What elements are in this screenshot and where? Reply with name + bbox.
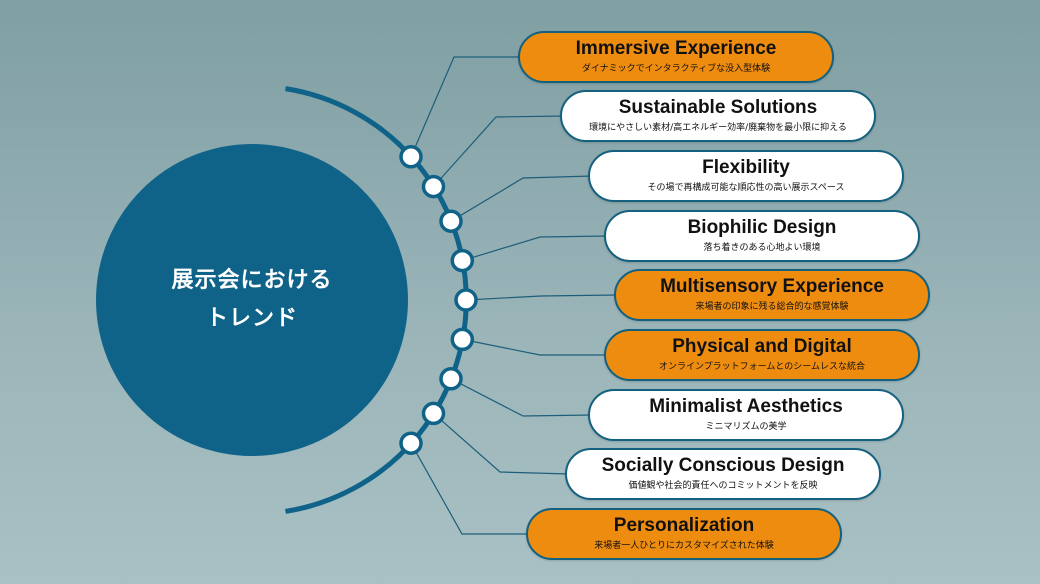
connector-lines bbox=[410, 56, 619, 535]
connector-line bbox=[462, 338, 608, 356]
hub-circle bbox=[96, 144, 408, 456]
connector-line bbox=[450, 378, 593, 417]
hub-title: 展示会における トレンド bbox=[171, 268, 333, 331]
arc-node bbox=[439, 209, 463, 233]
trend-title: Socially Conscious Design bbox=[601, 455, 845, 476]
trend-card: Personalization 来場者一人ひとりにカスタマイズされた体験 bbox=[526, 508, 842, 560]
arc-node bbox=[450, 327, 475, 352]
trend-subtitle: 来場者一人ひとりにカスタマイズされた体験 bbox=[594, 541, 774, 551]
connector-line bbox=[433, 412, 570, 475]
arc-nodes bbox=[399, 145, 478, 455]
trend-card: Socially Conscious Design 価値観や社会的責任へのコミット… bbox=[565, 448, 881, 500]
trend-subtitle: 価値観や社会的責任へのコミットメントを反映 bbox=[628, 481, 818, 491]
connector-line bbox=[433, 115, 565, 188]
trend-subtitle: ダイナミックでインタラクティブな没入型体験 bbox=[581, 64, 771, 74]
trend-card: Biophilic Design 落ち着きのある心地よい環境 bbox=[604, 210, 920, 262]
trend-card: Multisensory Experience 来場者の印象に残る総合的な感覚体験 bbox=[614, 269, 930, 321]
connector-line bbox=[465, 294, 619, 301]
trend-card: Flexibility その場で再構成可能な順応性の高い展示スペース bbox=[588, 150, 904, 202]
trend-title: Personalization bbox=[613, 515, 755, 536]
arc-node bbox=[454, 288, 478, 312]
connector-line bbox=[410, 56, 522, 158]
arc-node bbox=[450, 248, 475, 273]
trend-card: Minimalist Aesthetics ミニマリズムの美学 bbox=[588, 389, 904, 441]
connector-line bbox=[410, 442, 530, 535]
arc-node bbox=[421, 174, 446, 199]
trend-title: Immersive Experience bbox=[575, 38, 777, 59]
arc-node bbox=[399, 145, 423, 169]
trend-card: Physical and Digital オンラインプラットフォームとのシームレス… bbox=[604, 329, 920, 381]
arc-node bbox=[399, 431, 423, 455]
connector-line bbox=[450, 175, 593, 222]
trend-title: Minimalist Aesthetics bbox=[649, 396, 843, 417]
trend-subtitle: 環境にやさしい素材/高エネルギー効率/廃棄物を最小限に抑える bbox=[589, 123, 847, 133]
trend-title: Flexibility bbox=[702, 157, 790, 178]
trend-subtitle: 落ち着きのある心地よい環境 bbox=[703, 243, 821, 253]
trend-subtitle: その場で再構成可能な順応性の高い展示スペース bbox=[647, 183, 845, 193]
trend-card: Sustainable Solutions 環境にやさしい素材/高エネルギー効率/… bbox=[560, 90, 876, 142]
trend-title: Physical and Digital bbox=[672, 336, 852, 357]
trend-subtitle: オンラインプラットフォームとのシームレスな統合 bbox=[658, 362, 866, 372]
trend-title: Multisensory Experience bbox=[660, 276, 884, 297]
arc-node bbox=[439, 367, 463, 391]
trend-card: Immersive Experience ダイナミックでインタラクティブな没入型体… bbox=[518, 31, 834, 83]
arc-node bbox=[421, 401, 446, 426]
connector-line bbox=[462, 235, 609, 262]
trend-subtitle: 来場者の印象に残る総合的な感覚体験 bbox=[695, 302, 849, 312]
trend-title: Sustainable Solutions bbox=[618, 97, 818, 118]
trend-subtitle: ミニマリズムの美学 bbox=[705, 422, 787, 432]
trend-title: Biophilic Design bbox=[687, 217, 837, 238]
